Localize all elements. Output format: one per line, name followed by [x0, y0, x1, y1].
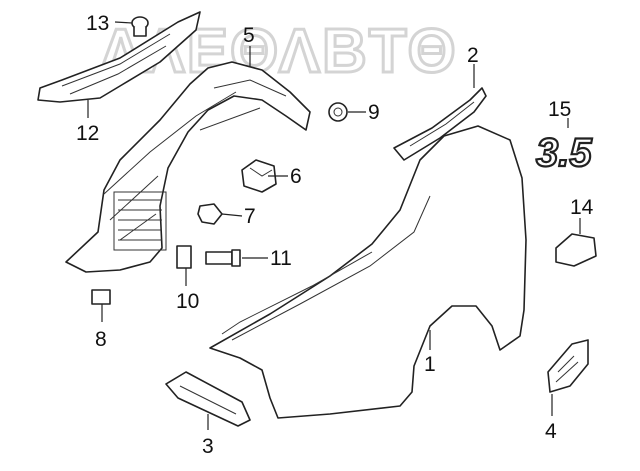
callout-6: 6: [290, 165, 302, 188]
callout-labels: 13 12 5 2 9 15 6 7 14 11 10 8 1 4 3: [76, 12, 594, 458]
callout-10: 10: [176, 290, 199, 313]
svg-text:3.5: 3.5: [536, 131, 592, 175]
callout-12: 12: [76, 122, 99, 145]
callout-14: 14: [570, 196, 594, 219]
part-13-clip: [131, 16, 149, 37]
callout-9: 9: [368, 101, 380, 124]
part-6-bracket: [241, 159, 277, 193]
callout-7: 7: [244, 205, 256, 228]
part-1-front-fender: [209, 125, 527, 419]
callout-13: 13: [86, 12, 109, 35]
callout-1: 1: [424, 353, 436, 376]
part-14-bracket: [555, 233, 597, 267]
callout-4: 4: [545, 420, 557, 443]
callout-5: 5: [243, 24, 255, 47]
part-8-clip: [91, 289, 111, 305]
part-7-clip: [197, 203, 223, 225]
part-9-clip: [328, 102, 348, 122]
part-5-fender-liner: [65, 61, 311, 273]
part-11-bolt: [205, 249, 241, 267]
callout-11: 11: [270, 247, 292, 270]
callout-15: 15: [548, 98, 571, 121]
part-3-lower-bracket: [165, 371, 251, 427]
part-4-bracket: [547, 339, 589, 393]
part-15-emblem: 3.5: [535, 130, 594, 176]
part-12-cowl-panel: [37, 11, 201, 103]
callout-3: 3: [202, 435, 214, 458]
leader-lines: [87, 21, 581, 430]
part-2-bracket: [393, 87, 487, 161]
callout-2: 2: [467, 44, 479, 67]
part-10-nut: [176, 245, 192, 269]
callout-8: 8: [95, 328, 107, 351]
